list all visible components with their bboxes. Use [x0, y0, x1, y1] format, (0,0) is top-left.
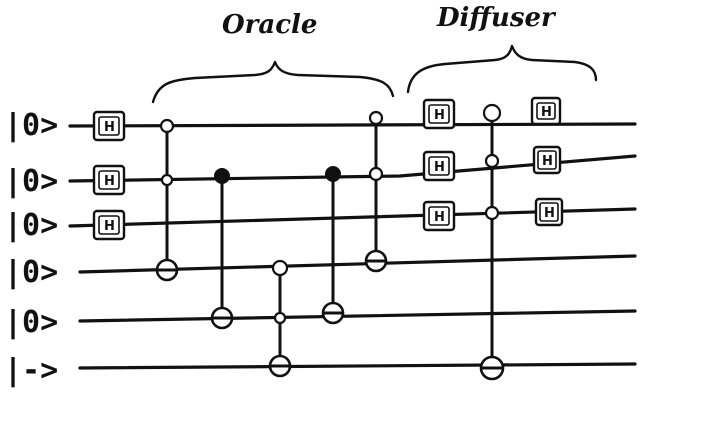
h-gate-q2-diffuser-a: H: [422, 150, 456, 182]
svg-text:H: H: [104, 219, 115, 234]
control-open-q4: [271, 259, 289, 277]
control-open-q1-a: [159, 118, 175, 134]
qubit-label-3: |0>: [4, 208, 58, 243]
oracle-brace: [151, 60, 395, 104]
svg-text:H: H: [544, 206, 555, 221]
h-gate-q3-diffuser-a: H: [422, 200, 456, 232]
target-q5-a: [210, 306, 234, 330]
wire-5: [78, 309, 637, 323]
target-q4-b: [364, 249, 388, 273]
control-open-q5: [273, 311, 287, 325]
control-open-q1-b: [368, 110, 384, 126]
svg-text:H: H: [434, 210, 445, 225]
qubit-label-1: |0>: [4, 108, 58, 143]
qubit-label-2: |0>: [4, 164, 58, 199]
control-open-q2-b: [368, 166, 384, 182]
h-gate-q3-diffuser-b: H: [534, 197, 564, 227]
control-filled-q2-b: [325, 166, 341, 182]
control-open-q2-a: [160, 173, 174, 187]
control-open-q3-diffuser: [484, 205, 500, 221]
svg-text:H: H: [104, 174, 115, 189]
h-gate-q2-diffuser-b: H: [532, 145, 562, 175]
svg-text:H: H: [104, 120, 115, 135]
diffuser-brace: [406, 44, 598, 94]
wire-6: [78, 362, 637, 370]
diffuser-title: Diffuser: [436, 3, 557, 33]
qubit-label-4: |0>: [4, 255, 58, 290]
target-q4-a: [155, 258, 179, 282]
oracle-title: Oracle: [222, 10, 317, 40]
svg-text:H: H: [434, 160, 445, 175]
svg-text:H: H: [542, 154, 553, 169]
svg-text:H: H: [541, 105, 552, 120]
qubit-label-6: |->: [4, 353, 58, 388]
h-gate-q2-start: H: [92, 164, 126, 196]
svg-text:H: H: [434, 108, 445, 123]
qubit-label-5: |0>: [4, 305, 58, 340]
h-gate-q1-diffuser-a: H: [422, 98, 456, 130]
h-gate-q1-diffuser-b: H: [530, 96, 562, 126]
target-q5-b: [321, 301, 345, 325]
h-gate-q1-start: H: [92, 110, 126, 142]
control-filled-q2-a: [214, 168, 230, 184]
control-open-q1-diffuser: [482, 103, 502, 123]
h-gate-q3-start: H: [92, 209, 126, 241]
target-q6-a: [268, 354, 292, 378]
control-open-q2-diffuser: [484, 153, 500, 169]
target-q6-diffuser: [479, 355, 505, 381]
